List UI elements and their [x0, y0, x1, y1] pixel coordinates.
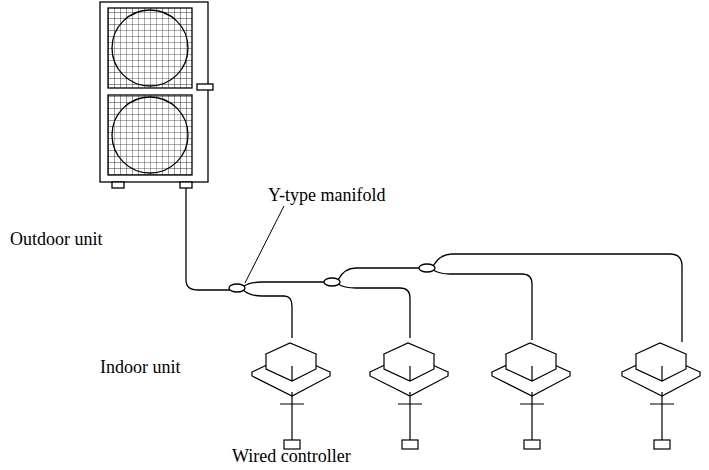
- indoor-unit: [492, 343, 570, 449]
- outdoor-unit: [100, 2, 213, 188]
- indoor-unit: [622, 343, 700, 449]
- indoor-units: [252, 343, 700, 449]
- part-label: Outdoor unit: [10, 230, 103, 250]
- part-label: Y-type manifold: [268, 186, 385, 206]
- part-label: Indoor unit: [100, 358, 181, 378]
- indoor-unit: [252, 343, 330, 449]
- leader-line: [245, 206, 284, 283]
- part-label: Wired controller: [232, 447, 351, 467]
- refrigerant-pipe: [186, 188, 682, 342]
- indoor-unit: [370, 343, 448, 449]
